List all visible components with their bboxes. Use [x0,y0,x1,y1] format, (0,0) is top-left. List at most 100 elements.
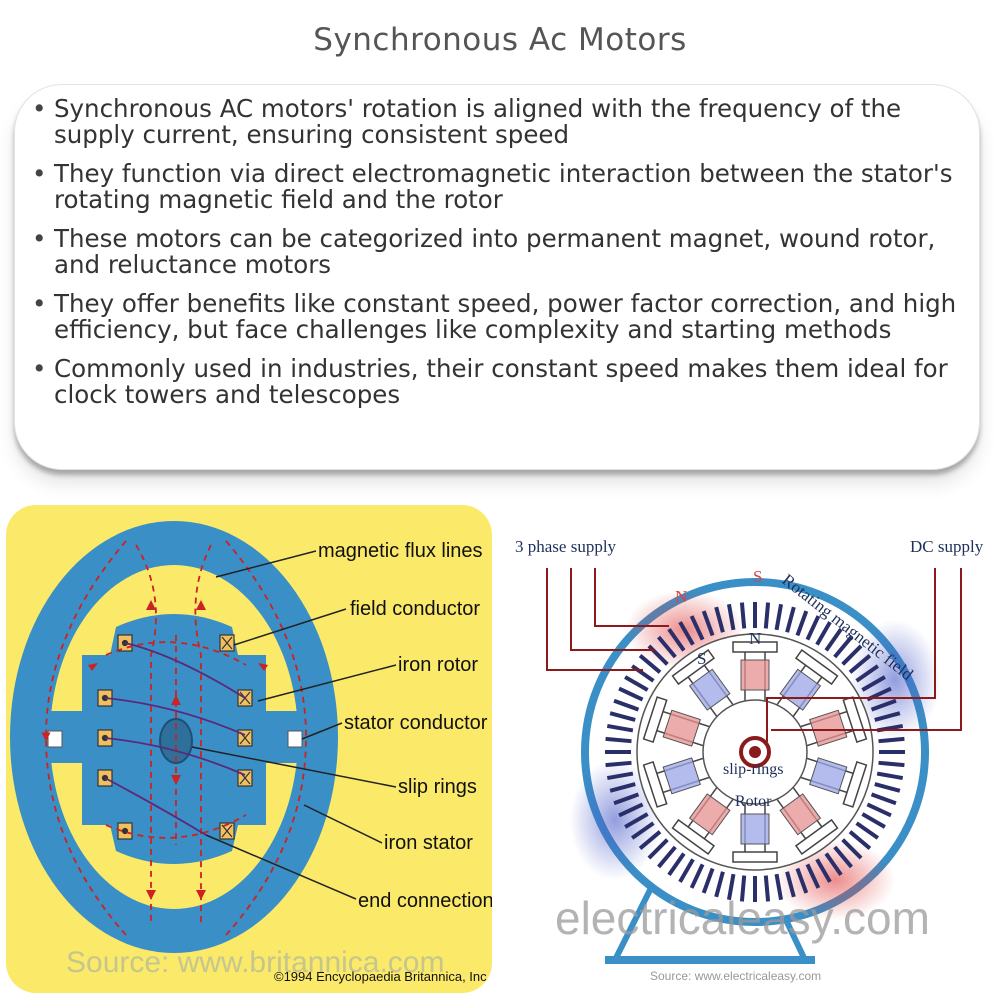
stator-slot [824,852,843,877]
label-south-stator: S [753,567,762,586]
stator-slot [678,858,695,883]
slip-ring-outer [739,736,771,768]
label-end-connection: end connection [358,890,492,912]
stator-slot [848,830,872,850]
stator-slot [876,771,904,781]
stator-slot [618,802,644,818]
stator-slot [726,873,736,901]
three-phase-wires [546,568,669,671]
stator-slot [795,610,809,637]
stator-slot [613,698,640,712]
stator-slot [667,852,686,877]
flux-arrows [88,600,268,900]
slip-ring-inner [749,746,761,758]
stator-slot [739,602,747,629]
stator-slot [861,812,886,829]
stator-slot [774,873,784,901]
stator-slot [714,606,725,633]
stator-slot [613,792,640,806]
label-stator-conductor: stator conductor [344,712,488,734]
stator-slot [841,644,863,666]
motor-base [605,956,815,964]
page-title: Synchronous Ac Motors [313,22,687,58]
stator-slot [855,821,880,840]
stator-slot [657,635,677,659]
field-conductors [97,634,253,840]
rotor-poles [642,641,868,863]
electricaleasy-watermark: electricaleasy.com [555,892,930,944]
stator-slot [815,858,832,883]
stator-slot [874,782,901,793]
end-connection-wires [104,642,246,836]
stator-slot [667,627,686,652]
synchronous-motor-diagram: 3 phase supply DC supply Rotating magnet… [515,537,984,983]
stator-slot [647,838,669,860]
stator-slots [605,602,905,902]
rotor-pole [642,756,712,808]
stator-slot [605,760,632,768]
label-rotor: Rotor [735,793,772,810]
label-three-phase-supply: 3 phase supply [515,537,617,556]
rotor-pole [775,785,839,855]
stator-slot [624,812,649,829]
stator-slot [739,875,747,902]
stator-slot [606,723,634,733]
dc-supply-wires [766,568,962,742]
stator-slot [795,867,809,894]
stator-slot [606,771,634,781]
stator-slot [701,867,715,894]
stator-slot [689,863,705,889]
stator-slot [866,802,892,818]
rotor-pole [798,756,868,808]
stator-slot [878,736,905,744]
stator-slot [815,621,832,646]
label-slip-rings-right: slip-rings [723,761,783,778]
bullet-item: They offer benefits like constant speed,… [32,291,972,343]
rotor-pole [671,649,735,719]
stator-slot [785,606,796,633]
stator-slot [647,644,669,666]
stator-slot [870,698,897,712]
stator-slot [805,615,821,641]
stator-slot [689,615,705,641]
stator-slot [618,686,644,702]
label-field-conductor: field conductor [350,598,480,620]
label-iron-stator: iron stator [384,832,473,854]
stator-slot [701,610,715,637]
stator-slot [824,627,843,652]
stator-slot [870,792,897,806]
stator-slot [874,711,901,722]
label-north-stator: N [675,587,687,606]
stator-slot [805,863,821,889]
stator-slot [657,845,677,869]
rotor-shaft [159,718,193,764]
north-field-region [775,840,895,920]
bullet-item: Commonly used in industries, their const… [32,356,972,408]
label-slip-rings: slip rings [398,776,477,798]
label-south-rotor: S [697,649,706,668]
stator-slot [638,654,662,674]
stator-slot [609,782,636,793]
bullet-item: Synchronous AC motors' rotation is align… [32,96,972,148]
stator-slot [609,711,636,722]
label-north-rotor: N [749,629,761,648]
stator-slot [833,635,853,659]
stator-slot [624,675,649,692]
stator-slot [855,664,880,683]
stator-slot [833,845,853,869]
stator-slot [714,871,725,898]
stator-slot [774,603,784,631]
stator-slot [605,736,632,744]
stator-conductor-slot [287,730,303,748]
stator-slot [763,875,771,902]
label-leader-lines [191,550,397,900]
label-magnetic-flux-lines: magnetic flux lines [318,540,483,562]
stator-conductor-slot [47,730,63,748]
stator-slot [678,621,695,646]
rotor-pole [671,785,735,855]
rotor-pole [642,696,712,748]
label-iron-rotor: iron rotor [398,654,478,676]
stator-slot [848,654,872,674]
south-field-region [570,760,660,880]
left-source-watermark: Source: www.britannica.com [66,946,445,979]
